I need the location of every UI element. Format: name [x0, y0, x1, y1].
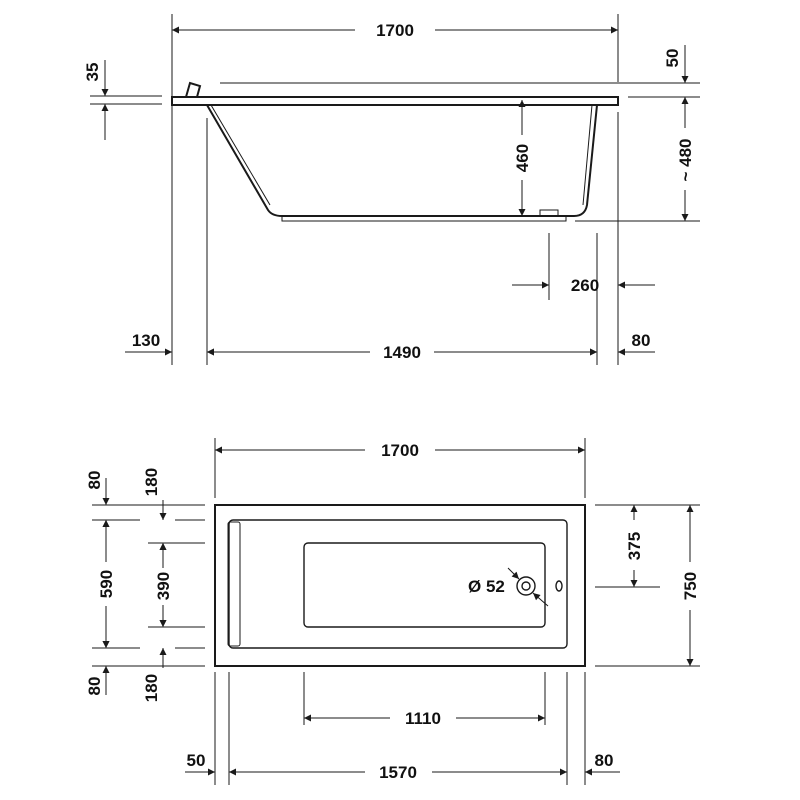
overflow-diameter-label: Ø 52 — [468, 577, 505, 596]
basin-length-label: 1110 — [405, 709, 441, 728]
overflow-drain-icon — [507, 567, 563, 607]
side-rim-offset-label: 50 — [663, 49, 682, 68]
side-inner-depth-label: 460 — [513, 144, 532, 172]
top-overall-length-label: 1700 — [381, 441, 419, 460]
top-view: Ø 52 1700 80 180 590 390 80 180 375 — [85, 438, 700, 785]
side-left-offset-label: 130 — [132, 331, 160, 350]
side-bottom-length-label: 1490 — [383, 343, 421, 362]
side-rim-height-label: 35 — [83, 63, 102, 82]
top-right-offset-label: 80 — [595, 751, 614, 770]
basin-width-label: 390 — [154, 572, 173, 600]
overall-width-label: 750 — [681, 572, 700, 600]
bathtub-top-outline — [214, 504, 586, 667]
bathtub-side-profile — [171, 81, 619, 222]
inner-length-label: 1570 — [379, 763, 417, 782]
bottom-inner-offset-label: 180 — [142, 674, 161, 702]
side-drain-offset-label: 260 — [571, 276, 599, 295]
side-right-offset-label: 80 — [632, 331, 651, 350]
top-left-offset-label: 50 — [187, 751, 206, 770]
side-view: 1700 35 50 460 ~ 480 260 130 1490 80 — [83, 14, 700, 365]
bottom-edge-offset-label: 80 — [85, 677, 104, 696]
top-edge-offset-label: 80 — [85, 471, 104, 490]
overflow-position-label: 375 — [625, 532, 644, 560]
side-total-height-label: ~ 480 — [676, 138, 695, 181]
top-inner-offset-label: 180 — [142, 468, 161, 496]
inner-width-label: 590 — [97, 570, 116, 598]
side-overall-length-label: 1700 — [376, 21, 414, 40]
